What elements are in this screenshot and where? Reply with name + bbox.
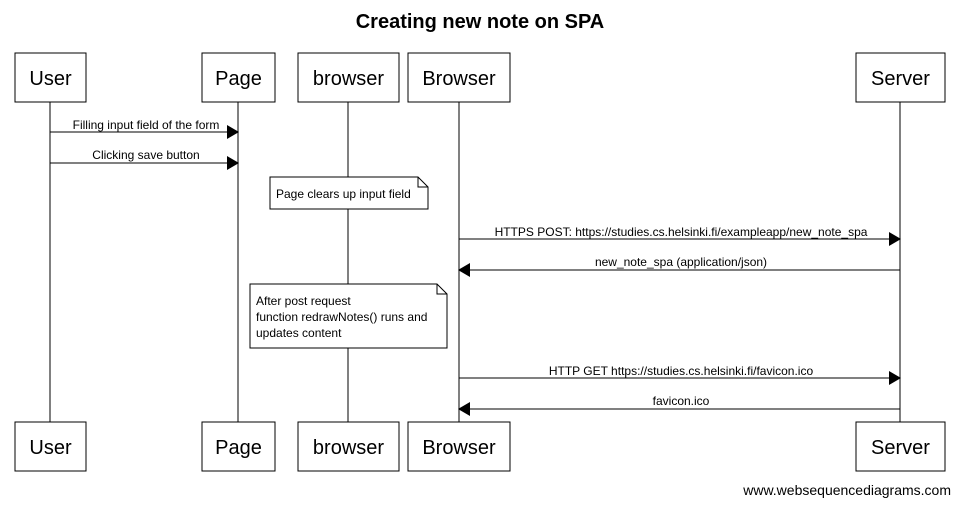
participant-browser-lower-bottom: browser: [297, 421, 400, 472]
diagram-title: Creating new note on SPA: [356, 11, 605, 33]
message-https-post: HTTPS POST: https://studies.cs.helsinki.…: [459, 225, 901, 246]
participant-label: User: [29, 68, 72, 90]
participant-server-top: Server: [855, 52, 946, 103]
participant-user-top: User: [14, 52, 87, 103]
participant-browser-lower-top: browser: [297, 52, 400, 103]
participant-page-bottom: Page: [201, 421, 276, 472]
message-label: favicon.ico: [653, 394, 710, 408]
message-label: Filling input field of the form: [73, 118, 220, 132]
participant-browser-bottom: Browser: [407, 421, 511, 472]
note-line: function redrawNotes() runs and: [256, 310, 427, 324]
note-clears-input: Page clears up input field: [269, 176, 429, 210]
participant-label: browser: [313, 68, 384, 90]
participant-label: Server: [871, 68, 930, 90]
participant-label: browser: [313, 437, 384, 459]
message-label: HTTP GET https://studies.cs.helsinki.fi/…: [549, 364, 814, 378]
message-http-get-favicon: HTTP GET https://studies.cs.helsinki.fi/…: [459, 364, 901, 385]
watermark: www.websequencediagrams.com: [742, 482, 951, 498]
participant-label: Browser: [422, 437, 496, 459]
participant-label: Browser: [422, 68, 496, 90]
note-line: updates content: [256, 326, 342, 340]
message-fill-input: Filling input field of the form: [50, 118, 239, 139]
note-line: Page clears up input field: [276, 187, 411, 201]
message-click-save: Clicking save button: [50, 148, 239, 170]
participant-user-bottom: User: [14, 421, 87, 472]
participant-label: User: [29, 437, 72, 459]
participant-label: Server: [871, 437, 930, 459]
message-label: Clicking save button: [92, 148, 199, 162]
message-label: HTTPS POST: https://studies.cs.helsinki.…: [495, 225, 868, 239]
participant-browser-top: Browser: [407, 52, 511, 103]
message-label: new_note_spa (application/json): [595, 255, 767, 269]
note-redraw-notes: After post request function redrawNotes(…: [249, 283, 448, 349]
participant-label: Page: [215, 437, 262, 459]
participant-server-bottom: Server: [855, 421, 946, 472]
participant-label: Page: [215, 68, 262, 90]
message-json-response: new_note_spa (application/json): [458, 255, 900, 277]
note-line: After post request: [256, 294, 351, 308]
message-favicon-response: favicon.ico: [458, 394, 900, 416]
participant-page-top: Page: [201, 52, 276, 103]
